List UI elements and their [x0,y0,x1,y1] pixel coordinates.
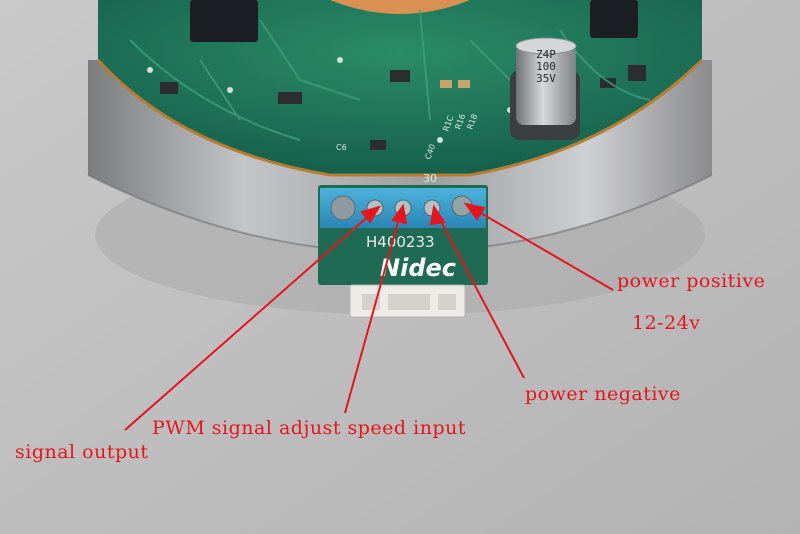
smd-components [160,65,646,150]
label-pwm-input: PWM signal adjust speed input [152,417,466,439]
label-power-negative: power negative [525,383,681,405]
capacitor-marking-1: Z4P [536,48,556,61]
wire-connector [349,284,466,318]
ic-chip-left [190,0,258,42]
brand-logo: Nidec [380,254,456,282]
copper-coil [330,0,470,14]
capacitor-marking-2: 100 [536,60,556,73]
label-power-positive: power positive [617,270,766,292]
part-number-label: H400233 [366,233,435,251]
svg-text:C6: C6 [336,143,347,152]
ic-chip-right [590,0,638,38]
label-voltage-range: 12-24v [632,312,701,334]
pcb-copper-edge [96,58,704,177]
label-signal-output: signal output [15,441,149,463]
electrolytic-capacitor: Z4P 100 35V [510,37,580,140]
capacitor-marking-3: 35V [536,72,556,85]
solder-pads [330,195,473,221]
pin-marker-label: 30 [423,172,437,185]
callout-arrows [124,202,614,431]
